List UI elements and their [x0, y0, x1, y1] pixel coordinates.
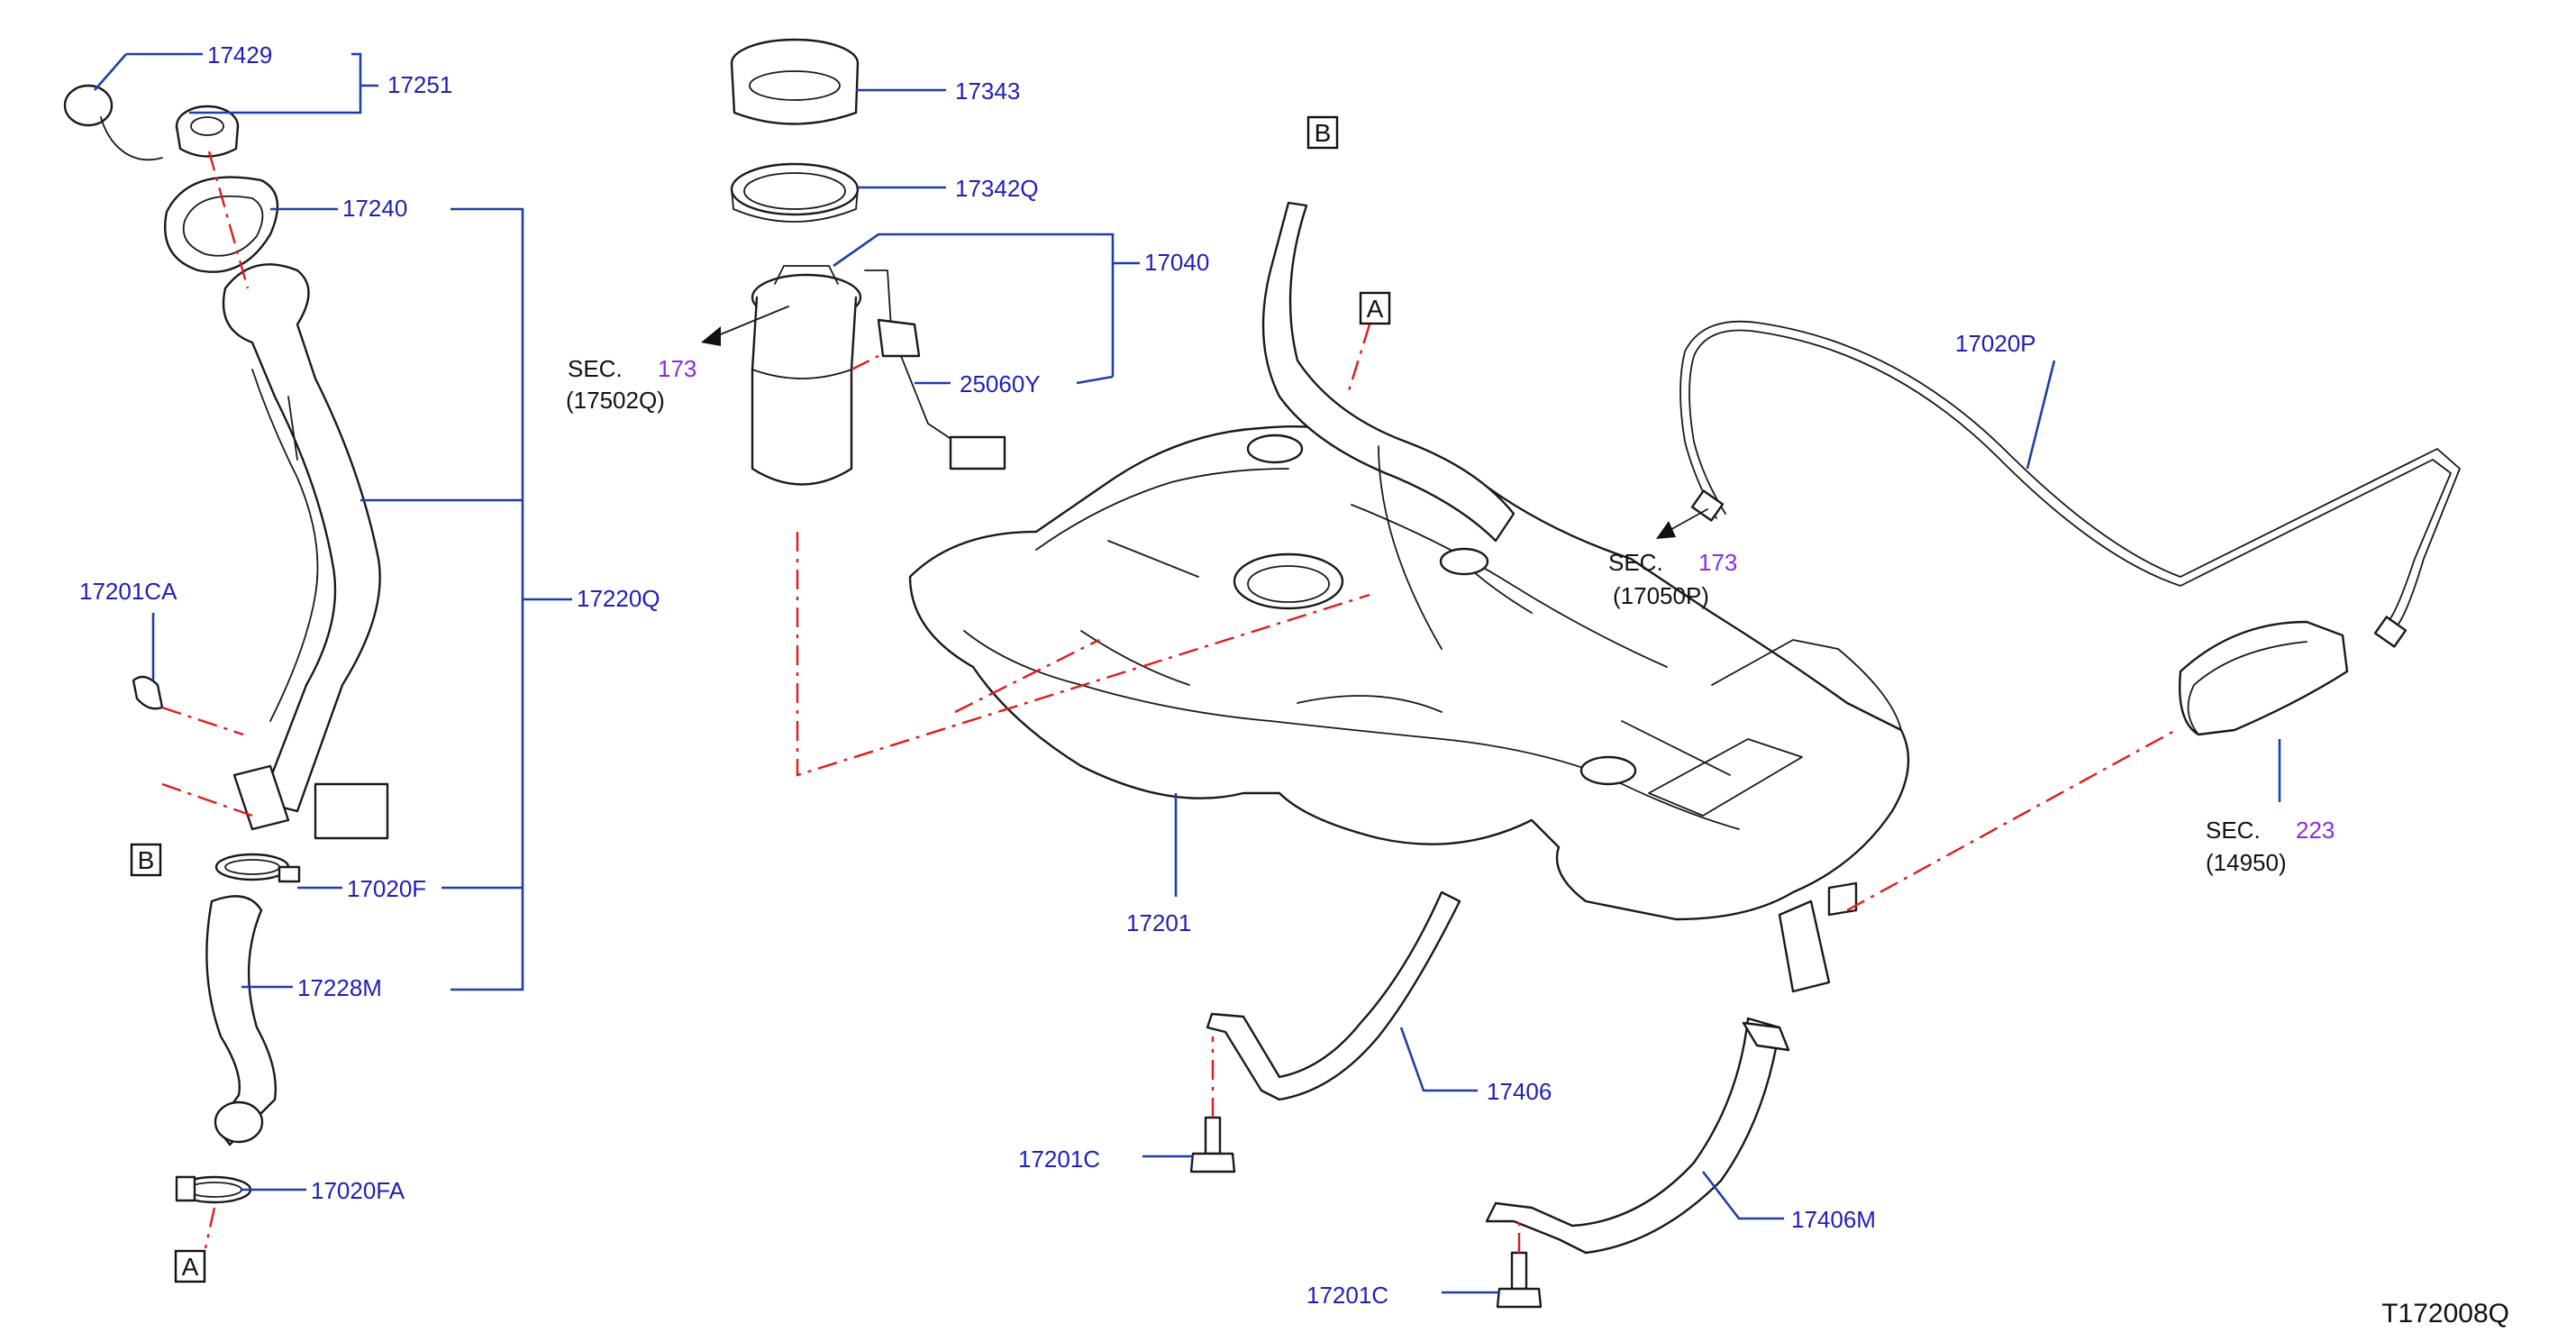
- centerline-sensor: [851, 354, 879, 371]
- svg-text:A: A: [182, 1253, 199, 1281]
- callout-17201: 17201: [1126, 909, 1191, 936]
- callout-17251: 17251: [387, 71, 452, 98]
- pump-o-ring: [730, 162, 860, 223]
- filler-tube: [222, 263, 389, 840]
- centerline-tank-left: [954, 638, 1100, 714]
- svg-text:223: 223: [2296, 817, 2335, 844]
- svg-text:SEC.: SEC.: [568, 355, 623, 382]
- callout-17220Q: 17220Q: [577, 585, 660, 612]
- callout-17020P: 17020P: [1955, 330, 2036, 357]
- fuel-filler-cap: [175, 105, 240, 158]
- connector-b-left: B: [130, 843, 162, 877]
- filler-neck-tube: [1261, 201, 1516, 650]
- evap-tube: [1679, 320, 2461, 648]
- connector-a-bottom: A: [174, 1249, 206, 1283]
- centerline-canister: [1846, 728, 2177, 912]
- centerline-b-left: [161, 782, 253, 817]
- callout-17406: 17406: [1487, 1078, 1552, 1105]
- callout-17040: 17040: [1144, 249, 1209, 276]
- svg-text:B: B: [1315, 119, 1332, 147]
- svg-text:SEC.: SEC.: [1608, 549, 1663, 576]
- diagram-code: T172008Q: [2381, 1299, 2509, 1328]
- svg-text:A: A: [1367, 295, 1384, 323]
- filler-clip: [132, 675, 164, 710]
- svg-text:(17050P): (17050P): [1613, 582, 1709, 609]
- callout-17240: 17240: [342, 195, 407, 222]
- svg-text:173: 173: [658, 355, 696, 382]
- fuel-tank: [908, 425, 1910, 993]
- evap-canister: [2179, 620, 2349, 736]
- fuel-cap-seal: [63, 84, 163, 161]
- svg-text:173: 173: [1698, 549, 1737, 576]
- section-arrows: [701, 306, 1708, 539]
- callout-17201CA: 17201CA: [79, 578, 177, 605]
- tank-strap: [1206, 890, 1461, 1101]
- pump-lock-ring: [730, 38, 860, 125]
- filler-hose: [205, 895, 277, 1146]
- section-ref-pump: SEC. 173 (17502Q): [566, 355, 696, 414]
- connector-a-top: A: [1359, 291, 1391, 325]
- leader-lines: [94, 52, 2281, 1294]
- strap-bolt-2: [1496, 1251, 1543, 1309]
- callout-17343: 17343: [955, 78, 1020, 105]
- callout-17406M: 17406M: [1791, 1206, 1876, 1233]
- fuel-level-sensor: [877, 318, 1006, 470]
- svg-text:(17502Q): (17502Q): [566, 387, 665, 414]
- fuel-pump-module: [751, 265, 911, 486]
- strap-bolt-1: [1189, 1116, 1236, 1173]
- filler-gasket: [164, 176, 279, 273]
- section-ref-tube: SEC. 173 (17050P): [1608, 549, 1737, 609]
- connector-b-top: B: [1306, 115, 1339, 150]
- callout-17429: 17429: [207, 41, 272, 68]
- callout-17201C-1: 17201C: [1018, 1146, 1100, 1173]
- callout-25060Y: 25060Y: [960, 370, 1041, 397]
- centerline-hose: [204, 1207, 216, 1249]
- callout-17201C-2: 17201C: [1306, 1282, 1388, 1309]
- callout-17020FA: 17020FA: [311, 1177, 405, 1204]
- centerline-pump: [796, 532, 1370, 777]
- hose-clamp: [214, 853, 301, 883]
- hose-clamp-lower: [175, 1175, 252, 1204]
- centerline-cap: [207, 151, 250, 289]
- section-ref-canister: SEC. 223 (14950): [2206, 817, 2335, 876]
- centerline-a-top: [1345, 324, 1371, 397]
- tank-strap-m: [1485, 1017, 1790, 1255]
- callout-17342Q: 17342Q: [955, 175, 1039, 202]
- callout-17228M: 17228M: [297, 974, 382, 1001]
- svg-text:SEC.: SEC.: [2206, 817, 2261, 844]
- svg-text:(14950): (14950): [2206, 849, 2287, 876]
- svg-text:B: B: [138, 846, 155, 874]
- centerline-clip: [161, 706, 244, 736]
- callout-17020F: 17020F: [347, 875, 426, 902]
